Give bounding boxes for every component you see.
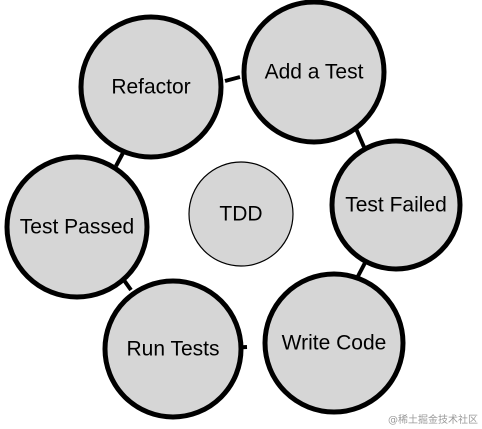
center-tdd-label: TDD (219, 203, 262, 226)
node-test-failed: Test Failed (329, 138, 463, 272)
center-tdd: TDD (188, 161, 294, 267)
node-test-passed-label: Test Passed (20, 216, 134, 239)
node-add-a-test-circle (241, 0, 387, 145)
node-write-code-circle (262, 271, 406, 415)
node-run-tests: Run Tests (102, 278, 244, 420)
node-add-a-test-label: Add a Test (265, 61, 364, 84)
center-tdd-circle (188, 161, 294, 267)
watermark-text: @稀土掘金技术社区 (388, 413, 478, 426)
node-test-passed-circle (4, 154, 150, 300)
node-refactor-label: Refactor (111, 76, 190, 99)
node-test-failed-label: Test Failed (345, 194, 447, 217)
node-refactor: Refactor (78, 14, 224, 160)
node-write-code: Write Code (262, 271, 406, 415)
node-add-a-test: Add a Test (241, 0, 387, 145)
node-write-code-label: Write Code (282, 332, 387, 355)
connector-refactor-add-test (224, 75, 241, 83)
node-run-tests-circle (102, 278, 244, 420)
node-test-failed-circle (329, 138, 463, 272)
node-test-passed: Test Passed (4, 154, 150, 300)
node-run-tests-label: Run Tests (127, 338, 220, 361)
node-refactor-circle (78, 14, 224, 160)
